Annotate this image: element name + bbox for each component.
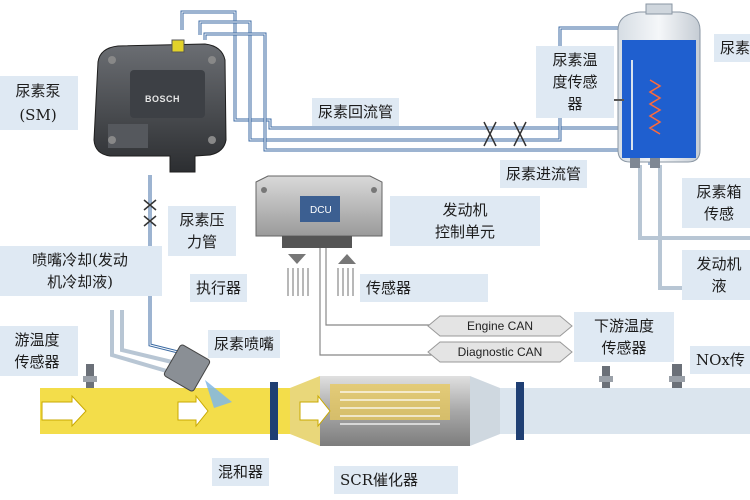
nox-sensor — [669, 364, 685, 388]
signal-lines — [287, 248, 440, 356]
bosch-logo-text: BOSCH — [145, 94, 181, 104]
catalyst-flow-lines — [340, 391, 440, 425]
label-nozzle-cooling: 喷嘴冷却(发动 机冷却液) — [0, 246, 162, 296]
urea-injector — [163, 344, 211, 392]
label-tank-top: 尿素 — [714, 34, 750, 62]
urea-pump — [93, 39, 227, 173]
label-tank-level-sensor: 尿素箱 传感 — [682, 178, 750, 228]
dcu-unit — [255, 175, 383, 248]
label-scr-catalyst: SCR催化器 — [334, 466, 458, 494]
label-pressure-pipe: 尿素压 力管 — [168, 206, 236, 256]
exhaust-pipe — [40, 376, 750, 446]
label-inlet-pipe: 尿素进流管 — [500, 160, 588, 188]
label-engine-control-unit: 发动机 控制单元 — [390, 196, 540, 246]
label-downstream-temp-sensor: 下游温度 传感器 — [574, 312, 674, 362]
label-injector: 尿素喷嘴 — [208, 330, 281, 358]
label-engine-coolant: 发动机 液 — [682, 250, 750, 300]
label-nox-sensor: NOx传 — [690, 346, 750, 374]
engine-can-label: Engine CAN — [466, 319, 534, 333]
urea-tank — [604, 3, 701, 168]
flow-arrows — [41, 394, 331, 428]
label-actuator: 执行器 — [190, 274, 248, 302]
dcu-text: DCU — [310, 205, 332, 216]
upstream-temp-sensor — [83, 364, 97, 388]
label-sensor: 传感器 — [360, 274, 488, 302]
downstream-temp-sensor — [599, 366, 613, 388]
label-urea-pump: 尿素泵 (SM) — [0, 76, 78, 130]
can-tags — [427, 315, 573, 363]
label-mixer: 混和器 — [212, 458, 270, 486]
label-return-pipe: 尿素回流管 — [312, 98, 400, 126]
label-upstream-temp-sensor: 游温度 传感器 — [0, 326, 78, 376]
nozzle-spray — [205, 380, 232, 408]
urea-pressure-pipe — [148, 175, 179, 354]
signal-arrows — [288, 254, 356, 264]
label-temp-sensor: 尿素温 度传感 器 — [536, 46, 614, 118]
diagnostic-can-label: Diagnostic CAN — [457, 345, 543, 359]
pipe-clamps — [143, 121, 527, 227]
